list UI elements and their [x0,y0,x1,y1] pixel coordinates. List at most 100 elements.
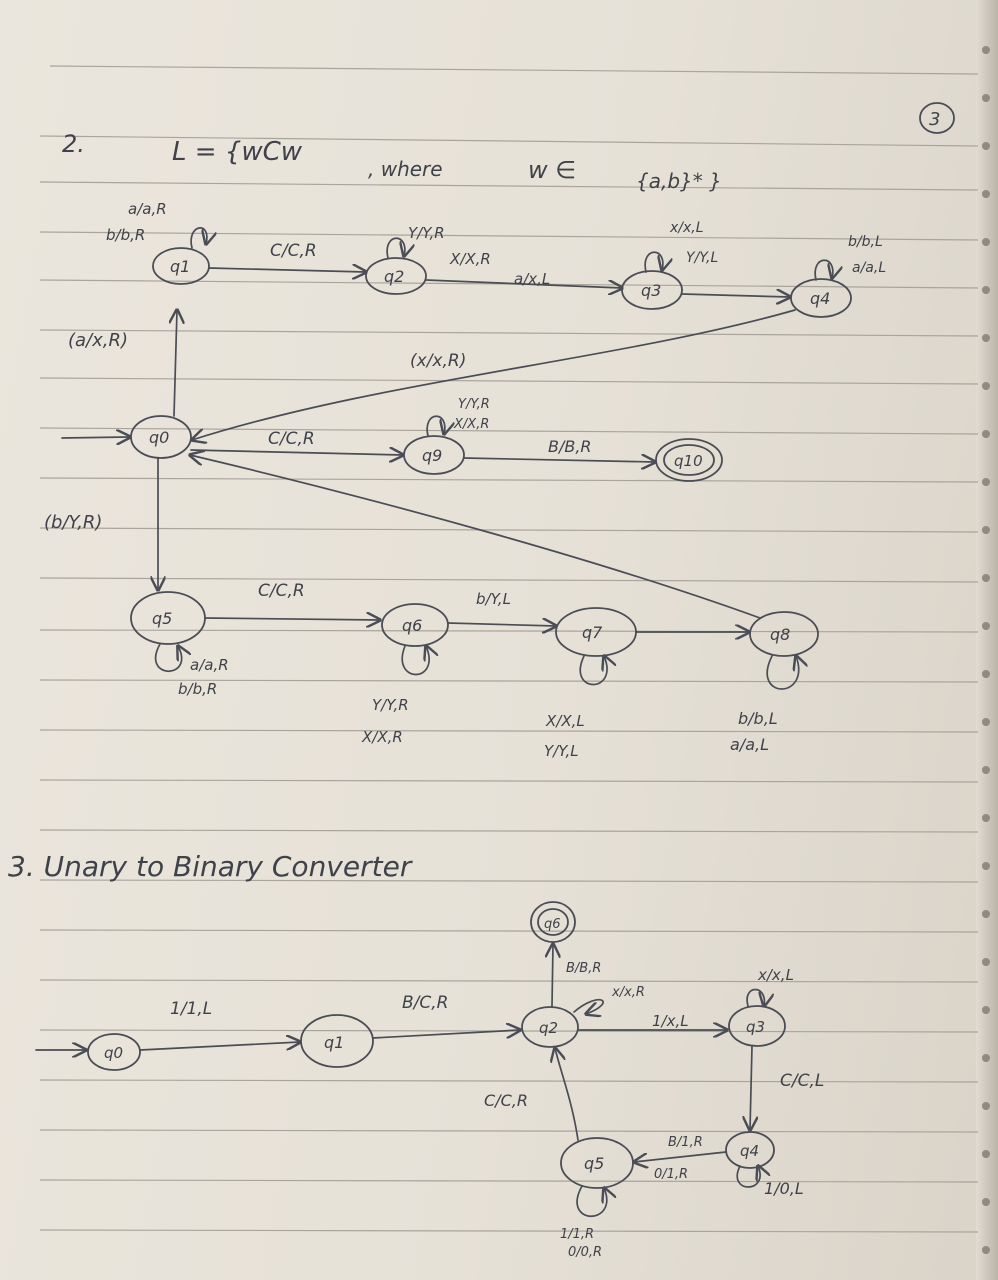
state-q10: q10 [655,438,723,482]
state-q9: q9 [403,435,465,475]
state-p5: q5 [560,1137,634,1189]
label-q1-q2: C/C,R [270,241,317,261]
label-q2-loop-2: X/X,R [449,250,491,268]
state-label: q7 [582,623,603,642]
spiral-binding [976,0,998,1280]
start-arrow [61,437,130,438]
state-label: q3 [746,1018,765,1036]
loop-p2 [573,998,604,1014]
page-number-circle [919,102,955,134]
loop-q8 [766,656,798,690]
label-q8-loop-1: b/b,L [738,709,778,728]
where-label: , where [368,157,443,181]
loop-q1 [190,227,207,249]
label-q5-loop-2: b/b,R [178,680,217,698]
state-label: q9 [422,446,442,465]
loop-p3 [746,988,764,1007]
state-label: q2 [539,1019,558,1037]
label-q4-q0: (x/x,R) [410,351,466,371]
label-p4-loop: 1/0,L [764,1179,804,1198]
state-p1: q1 [300,1014,374,1068]
label-p1-p2: B/C,R [402,993,448,1013]
label-q3-loop-1: x/x,L [669,220,704,236]
label-q2-q3: a/x,L [514,270,550,288]
problem-2-number: 2. [62,130,85,158]
state-label: q10 [674,452,703,470]
state-p2: q2 [521,1006,579,1048]
edge-p1-p2 [372,1030,520,1039]
edge-p0-p1 [139,1042,300,1051]
edge-q8-q0 [190,455,761,619]
loop-q2 [386,237,405,258]
edge-q2-q3 [425,279,622,288]
problem-3-title: 3. Unary to Binary Converter [8,850,413,883]
label-p3-p4: C/C,L [780,1071,824,1091]
state-label: q6 [402,616,422,635]
label-p5-p2: C/C,R [484,1091,528,1110]
edge-q3-q4 [681,294,790,297]
label-q1-loop-2: b/b,R [106,226,145,244]
label-q0-q1: (a/x,R) [68,330,128,351]
edge-p5-p2 [555,1048,579,1141]
problem-2: 2. L = {wCw , where w ∈ {a,b}* } q1 q2 q… [44,130,886,760]
label-q4-loop-2: a/a,L [852,260,886,276]
spiral-holes [982,46,990,1254]
language-definition: L = {wCw [172,137,303,167]
state-label: q0 [104,1044,123,1062]
label-q6-q7: b/Y,L [476,590,511,608]
state-q5: q5 [130,591,206,645]
state-label: q0 [149,428,169,447]
state-label: q2 [384,267,404,286]
label-p2-p3: 1/x,L [652,1012,689,1030]
state-q3: q3 [621,270,683,310]
state-label: q4 [810,289,830,308]
state-label: q1 [170,257,190,276]
label-q5-loop-1: a/a,R [190,656,229,674]
state-label: q1 [324,1033,344,1052]
state-q2: q2 [365,257,427,295]
label-q9-loop-1: Y/Y,R [458,397,490,412]
edge-q9-q10 [463,458,655,462]
state-q6: q6 [381,603,449,647]
label-q6-loop-1: Y/Y,R [372,696,409,714]
label-p5-loop-1: 1/1,R [560,1227,594,1242]
label-q9-loop-2: X/X,R [453,417,489,432]
state-p0: q0 [87,1033,141,1071]
label-q4-loop-1: b/b,L [848,234,883,250]
loop-q9 [426,415,445,436]
label-q0-q5: (b/Y,R) [44,512,102,533]
state-p3: q3 [728,1005,786,1047]
label-q2-loop-1: Y/Y,R [408,224,445,242]
label-q5-q6: C/C,R [258,581,305,601]
loop-q3 [644,251,663,272]
label-q7-loop-1: X/X,L [545,712,585,730]
edge-q1-q2 [208,268,366,272]
label-q0-q9: C/C,R [268,429,315,449]
label-q1-loop-1: a/a,R [128,200,167,218]
state-label: q8 [770,625,790,644]
label-p4-p5-a: B/1,R [668,1135,703,1150]
state-q1: q1 [152,247,210,285]
state-q7: q7 [555,607,637,657]
label-p5-loop-2: 0/0,R [568,1245,602,1260]
domain-label: w ∈ [528,156,576,184]
state-label: q3 [641,281,661,300]
edge-p3-p4 [750,1045,752,1130]
loop-p4 [736,1166,760,1188]
label-q9-q10: B/B,R [548,437,592,456]
edge-p4-p5 [634,1151,727,1162]
edge-p2-p6 [552,944,553,1007]
edge-q4-q0 [192,309,796,440]
edge-q0-q1 [174,310,177,417]
loop-q7 [579,656,607,686]
state-label: q4 [740,1142,759,1160]
loop-p5 [576,1186,607,1217]
loop-q6 [401,646,429,676]
state-label: q5 [152,609,172,628]
loop-q5 [154,644,182,673]
label-p2-loop: x/x,R [611,985,645,1000]
state-q4: q4 [790,278,852,318]
label-p2-p6: B/B,R [566,961,601,976]
